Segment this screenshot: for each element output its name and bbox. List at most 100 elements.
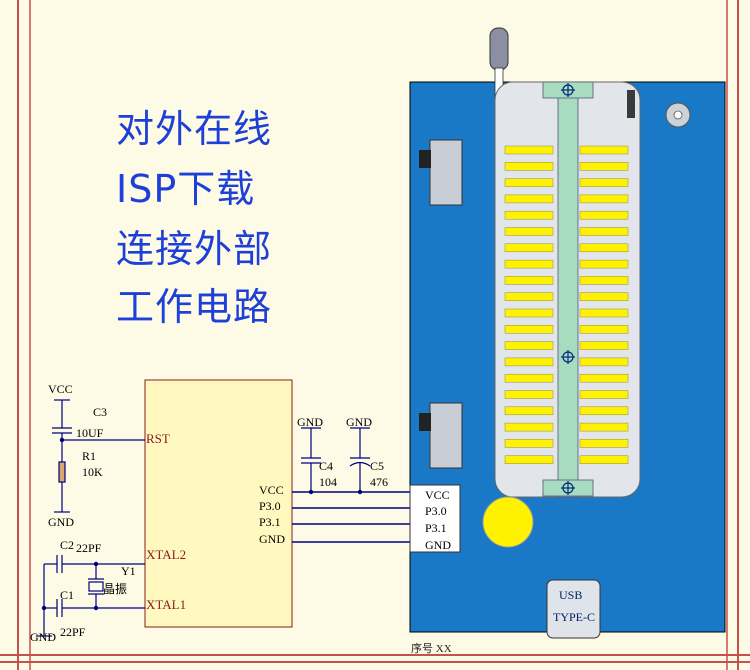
socket-pad-right xyxy=(579,422,629,432)
socket-pad-left xyxy=(504,145,554,155)
switch-top-handle xyxy=(419,150,431,168)
c4-gnd-label: GND xyxy=(297,415,323,429)
socket-pad-left xyxy=(504,325,554,334)
socket-pad-right xyxy=(579,357,629,367)
socket-pad-right xyxy=(579,406,629,416)
usb-port xyxy=(546,579,601,639)
conn-p31: P3.1 xyxy=(425,521,447,535)
socket-pad-right xyxy=(579,178,629,187)
c5-value: 476 xyxy=(370,475,388,489)
reset-network xyxy=(52,399,145,513)
c4-name: C4 xyxy=(319,459,334,473)
mcu-block xyxy=(144,379,293,628)
pin-p31: P3.1 xyxy=(259,515,281,529)
pin-rst: RST xyxy=(146,431,170,446)
crystal-junction-top xyxy=(93,561,99,567)
reset-junction xyxy=(59,437,65,443)
socket-pad-left xyxy=(504,341,554,350)
y1-value: 晶振 xyxy=(103,582,128,596)
title-line-3: 连接外部 xyxy=(116,227,273,271)
socket-pads xyxy=(504,145,629,464)
socket-pad-right xyxy=(579,455,629,464)
title-line-2: ISP下载 xyxy=(116,167,256,211)
conn-vcc: VCC xyxy=(425,488,450,502)
socket-pad-right xyxy=(579,227,629,236)
c5-name: C5 xyxy=(370,459,385,473)
crystal-gnd-junction xyxy=(41,605,47,611)
socket-pad-right xyxy=(579,390,629,399)
pin-vcc: VCC xyxy=(259,483,284,497)
socket-pad-right xyxy=(579,194,629,204)
r1-name: R1 xyxy=(82,449,97,463)
socket-pad-right xyxy=(579,162,629,171)
socket-pad-left xyxy=(504,455,554,464)
c3-name: C3 xyxy=(93,405,108,419)
switch-bottom xyxy=(429,402,463,469)
decoupling-network xyxy=(301,427,371,490)
pin-gnd: GND xyxy=(259,532,285,546)
c1-name: C1 xyxy=(60,588,75,602)
c2-value: 22PF xyxy=(76,541,102,555)
pin-p30: P3.0 xyxy=(259,499,281,513)
c4-junction xyxy=(308,489,314,495)
socket-pad-left xyxy=(504,357,554,367)
board-bottom-text: 序号 XX xyxy=(411,643,452,655)
socket-pad-left xyxy=(504,373,554,383)
socket-pad-left xyxy=(504,422,554,432)
c3-value: 10UF xyxy=(76,426,104,440)
socket-pad-right xyxy=(579,373,629,383)
usb-label-2: TYPE-C xyxy=(553,610,595,624)
socket-pad-right xyxy=(579,145,629,155)
usb-label-1: USB xyxy=(559,588,583,602)
socket-crosshairs xyxy=(561,83,575,495)
socket-pad-left xyxy=(504,162,554,171)
socket-center-rail xyxy=(557,81,579,498)
socket-pad-right xyxy=(579,439,629,448)
r1-value: 10K xyxy=(82,465,103,479)
title-line-4: 工作电路 xyxy=(116,285,273,329)
crystal-network xyxy=(36,555,145,637)
socket-pad-left xyxy=(504,308,554,318)
socket-pad-left xyxy=(504,292,554,301)
socket-pad-left xyxy=(504,178,554,187)
socket-pad-left xyxy=(504,439,554,448)
c5-gnd-label: GND xyxy=(346,415,372,429)
socket-pad-right xyxy=(579,259,629,269)
crystal-junction-bottom xyxy=(93,605,99,611)
c5-junction xyxy=(357,489,363,495)
socket-pad-left xyxy=(504,259,554,269)
yellow-pad xyxy=(482,496,534,548)
socket-pad-left xyxy=(504,276,554,285)
c4-value: 104 xyxy=(319,475,337,489)
socket-pad-right xyxy=(579,210,629,220)
switch-top xyxy=(429,139,463,206)
socket-pad-left xyxy=(504,243,554,253)
socket-pad-right xyxy=(579,308,629,318)
socket-pad-right xyxy=(579,243,629,253)
conn-p30: P3.0 xyxy=(425,504,447,518)
socket-pad-right xyxy=(579,325,629,334)
socket-pad-right xyxy=(579,341,629,350)
socket-pad-left xyxy=(504,227,554,236)
vcc-label: VCC xyxy=(48,382,73,396)
c2-name: C2 xyxy=(60,538,75,552)
y1-name: Y1 xyxy=(121,564,136,578)
socket-latch xyxy=(627,90,635,118)
gnd-bottom-label: GND xyxy=(30,630,56,644)
socket-pad-right xyxy=(579,276,629,285)
switch-bottom-handle xyxy=(419,413,431,431)
gnd-left-label: GND xyxy=(48,515,74,529)
pin-xtal1: XTAL1 xyxy=(146,597,187,612)
socket-lever-knob xyxy=(489,27,509,71)
socket-pad-left xyxy=(504,406,554,416)
title-line-1: 对外在线 xyxy=(116,107,273,151)
pin-xtal2: XTAL2 xyxy=(146,547,187,562)
isp-connector xyxy=(409,484,461,553)
socket-pad-left xyxy=(504,210,554,220)
conn-gnd: GND xyxy=(425,538,451,552)
isp-bus-lines xyxy=(292,491,410,543)
socket-pad-right xyxy=(579,292,629,301)
socket-pad-left xyxy=(504,390,554,399)
